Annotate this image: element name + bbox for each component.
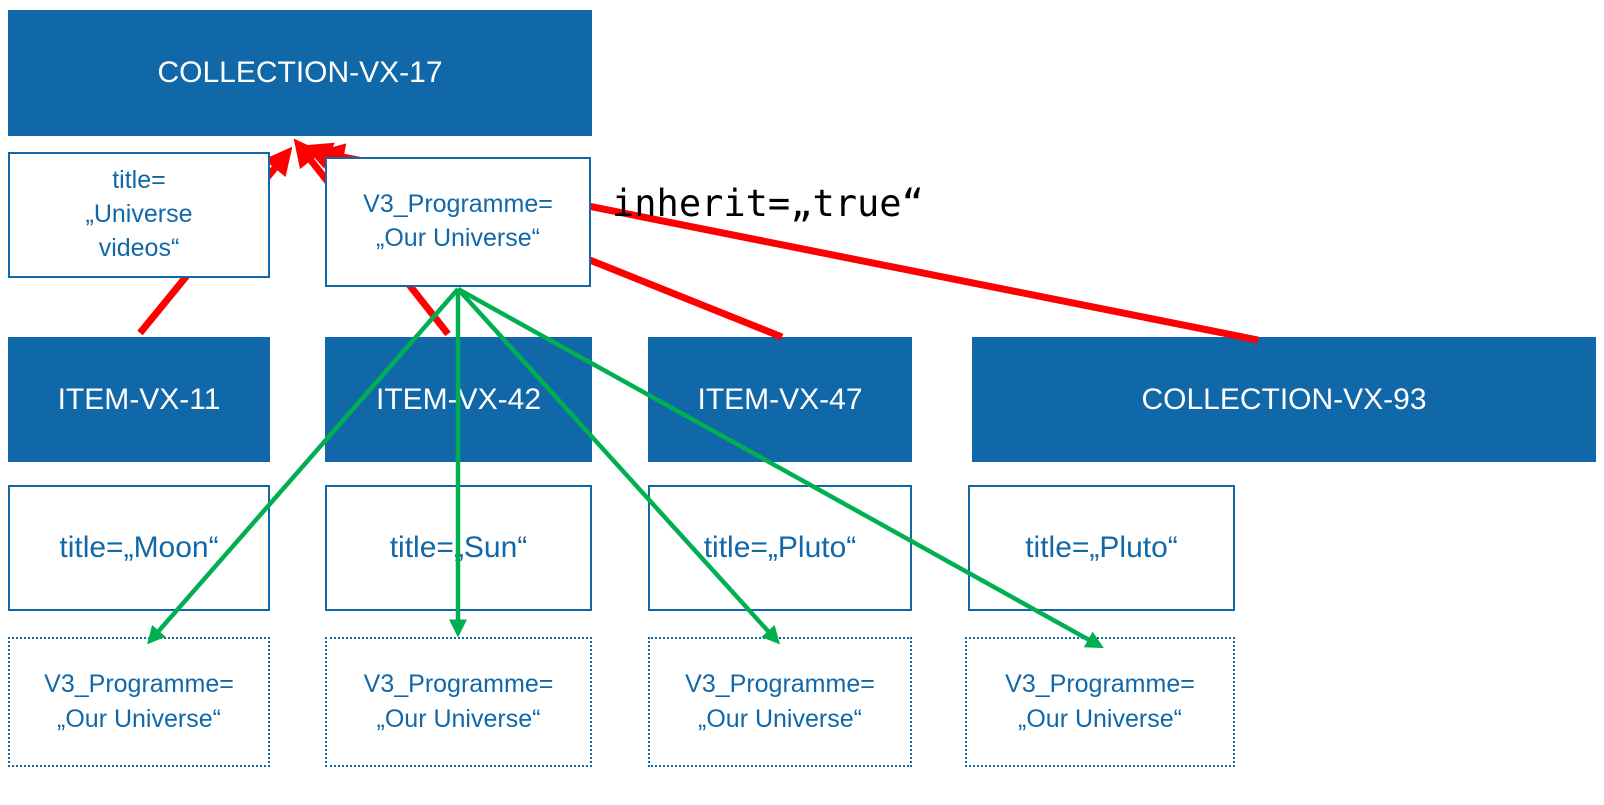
root-programme-attribute-text: V3_Programme= „Our Universe“ — [363, 190, 553, 252]
node-header-label: ITEM-VX-47 — [697, 382, 863, 416]
inherited-programme-text: V3_Programme= „Our Universe“ — [685, 670, 875, 733]
title-attribute-box: title=„Pluto“ — [968, 485, 1235, 611]
node-header-item-vx-42: ITEM-VX-42 — [325, 337, 592, 462]
root-title-attribute-text: title= „Universe videos“ — [85, 166, 193, 262]
inherited-programme-text: V3_Programme= „Our Universe“ — [44, 670, 234, 733]
title-attribute-box: title=„Moon“ — [8, 485, 270, 611]
inherited-programme-box: V3_Programme= „Our Universe“ — [965, 637, 1235, 767]
inherited-programme-text: V3_Programme= „Our Universe“ — [1005, 670, 1195, 733]
root-collection-box: COLLECTION-VX-17 — [8, 10, 592, 136]
node-header-label: COLLECTION-VX-93 — [1141, 382, 1427, 416]
title-attribute-text: title=„Pluto“ — [703, 531, 857, 564]
root-programme-attribute-box: V3_Programme= „Our Universe“ — [325, 157, 591, 287]
node-header-collection-vx-93: COLLECTION-VX-93 — [972, 337, 1596, 462]
node-header-label: ITEM-VX-42 — [375, 382, 542, 416]
root-title-attribute-box: title= „Universe videos“ — [8, 152, 270, 278]
title-attribute-box: title=„Pluto“ — [648, 485, 912, 611]
node-header-label: ITEM-VX-11 — [57, 382, 221, 416]
node-header-item-vx-11: ITEM-VX-11 — [8, 337, 270, 462]
root-collection-label: COLLECTION-VX-17 — [157, 56, 443, 89]
title-attribute-text: title=„Sun“ — [389, 531, 528, 564]
title-attribute-text: title=„Pluto“ — [1025, 531, 1178, 564]
inherit-annotation: inherit=„true“ — [612, 182, 924, 225]
inherited-programme-text: V3_Programme= „Our Universe“ — [363, 670, 554, 733]
node-header-item-vx-47: ITEM-VX-47 — [648, 337, 912, 462]
inherited-programme-box: V3_Programme= „Our Universe“ — [648, 637, 912, 767]
title-attribute-text: title=„Moon“ — [59, 531, 219, 564]
title-attribute-box: title=„Sun“ — [325, 485, 592, 611]
inherited-programme-box: V3_Programme= „Our Universe“ — [8, 637, 270, 767]
inherited-programme-box: V3_Programme= „Our Universe“ — [325, 637, 592, 767]
